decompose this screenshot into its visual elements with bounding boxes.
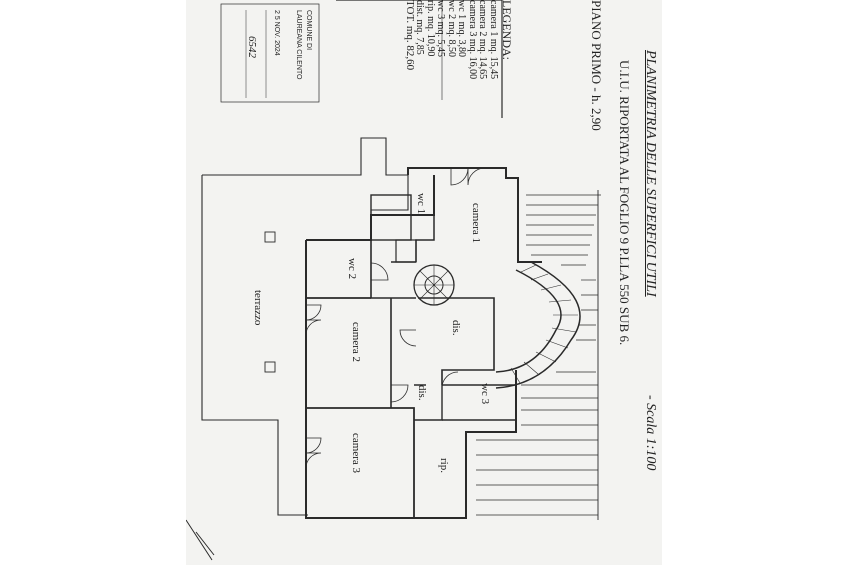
stamp-line1: COMUNE DI [305, 10, 312, 51]
legend-rows: camera 1 mq. 15,45 camera 2 mq. 14,65 ca… [414, 0, 500, 80]
room-wc-3: wc 3 [479, 383, 491, 405]
room-terrazzo: terrazzo [252, 290, 264, 326]
floor-plan-drawing [186, 0, 601, 561]
room-dis-upper: dis. [450, 320, 462, 336]
room-wc-2: wc 2 [346, 258, 358, 280]
legend-row: wc 2 mq. 8,50 [446, 0, 457, 57]
room-rip: rip. [438, 458, 450, 473]
terrace-outline [201, 137, 409, 516]
legend-row: camera 3 mq. 16,00 [467, 0, 478, 80]
room-camera-2: camera 2 [350, 322, 362, 362]
stamp-number: 6542 [246, 36, 258, 58]
legend-row: wc 1 mq. 3,80 [456, 0, 468, 57]
plan-scale: - Scala 1:100 [643, 395, 658, 471]
room-dis-lower: dis. [416, 385, 428, 401]
legend-box [336, 0, 503, 118]
stamp-box [220, 3, 320, 103]
room-camera-3: camera 3 [350, 433, 362, 473]
legend-title: LEGENDA: [500, 0, 514, 60]
stamp-line2: LAUREANA CILENTO [295, 10, 302, 80]
legend-total: TOT. mq. 82,60 [404, 0, 416, 71]
plan-subtitle: U.I.U. RIPORTATA AL FOGLIO 9 P.LLA 550 S… [617, 60, 632, 346]
legend-row: camera 2 mq. 14,65 [477, 0, 489, 80]
stamp-date: 2 5 NOV. 2024 [273, 10, 280, 56]
floor-label: PIANO PRIMO - h. 2,90 [589, 0, 604, 131]
room-camera-1: camera 1 [470, 203, 482, 243]
room-wc-1: wc 1 [415, 193, 427, 215]
legend-row: rip. mq. 10,90 [425, 0, 436, 57]
legend-row: wc 3 mq. 5,45 [435, 0, 447, 57]
legend-row: camera 1 mq. 15,45 [488, 0, 499, 80]
floor-plan-document: PLANIMETRIA DELLE SUPERFICI UTILI - Scal… [186, 0, 662, 565]
plan-title: PLANIMETRIA DELLE SUPERFICI UTILI [643, 50, 658, 297]
